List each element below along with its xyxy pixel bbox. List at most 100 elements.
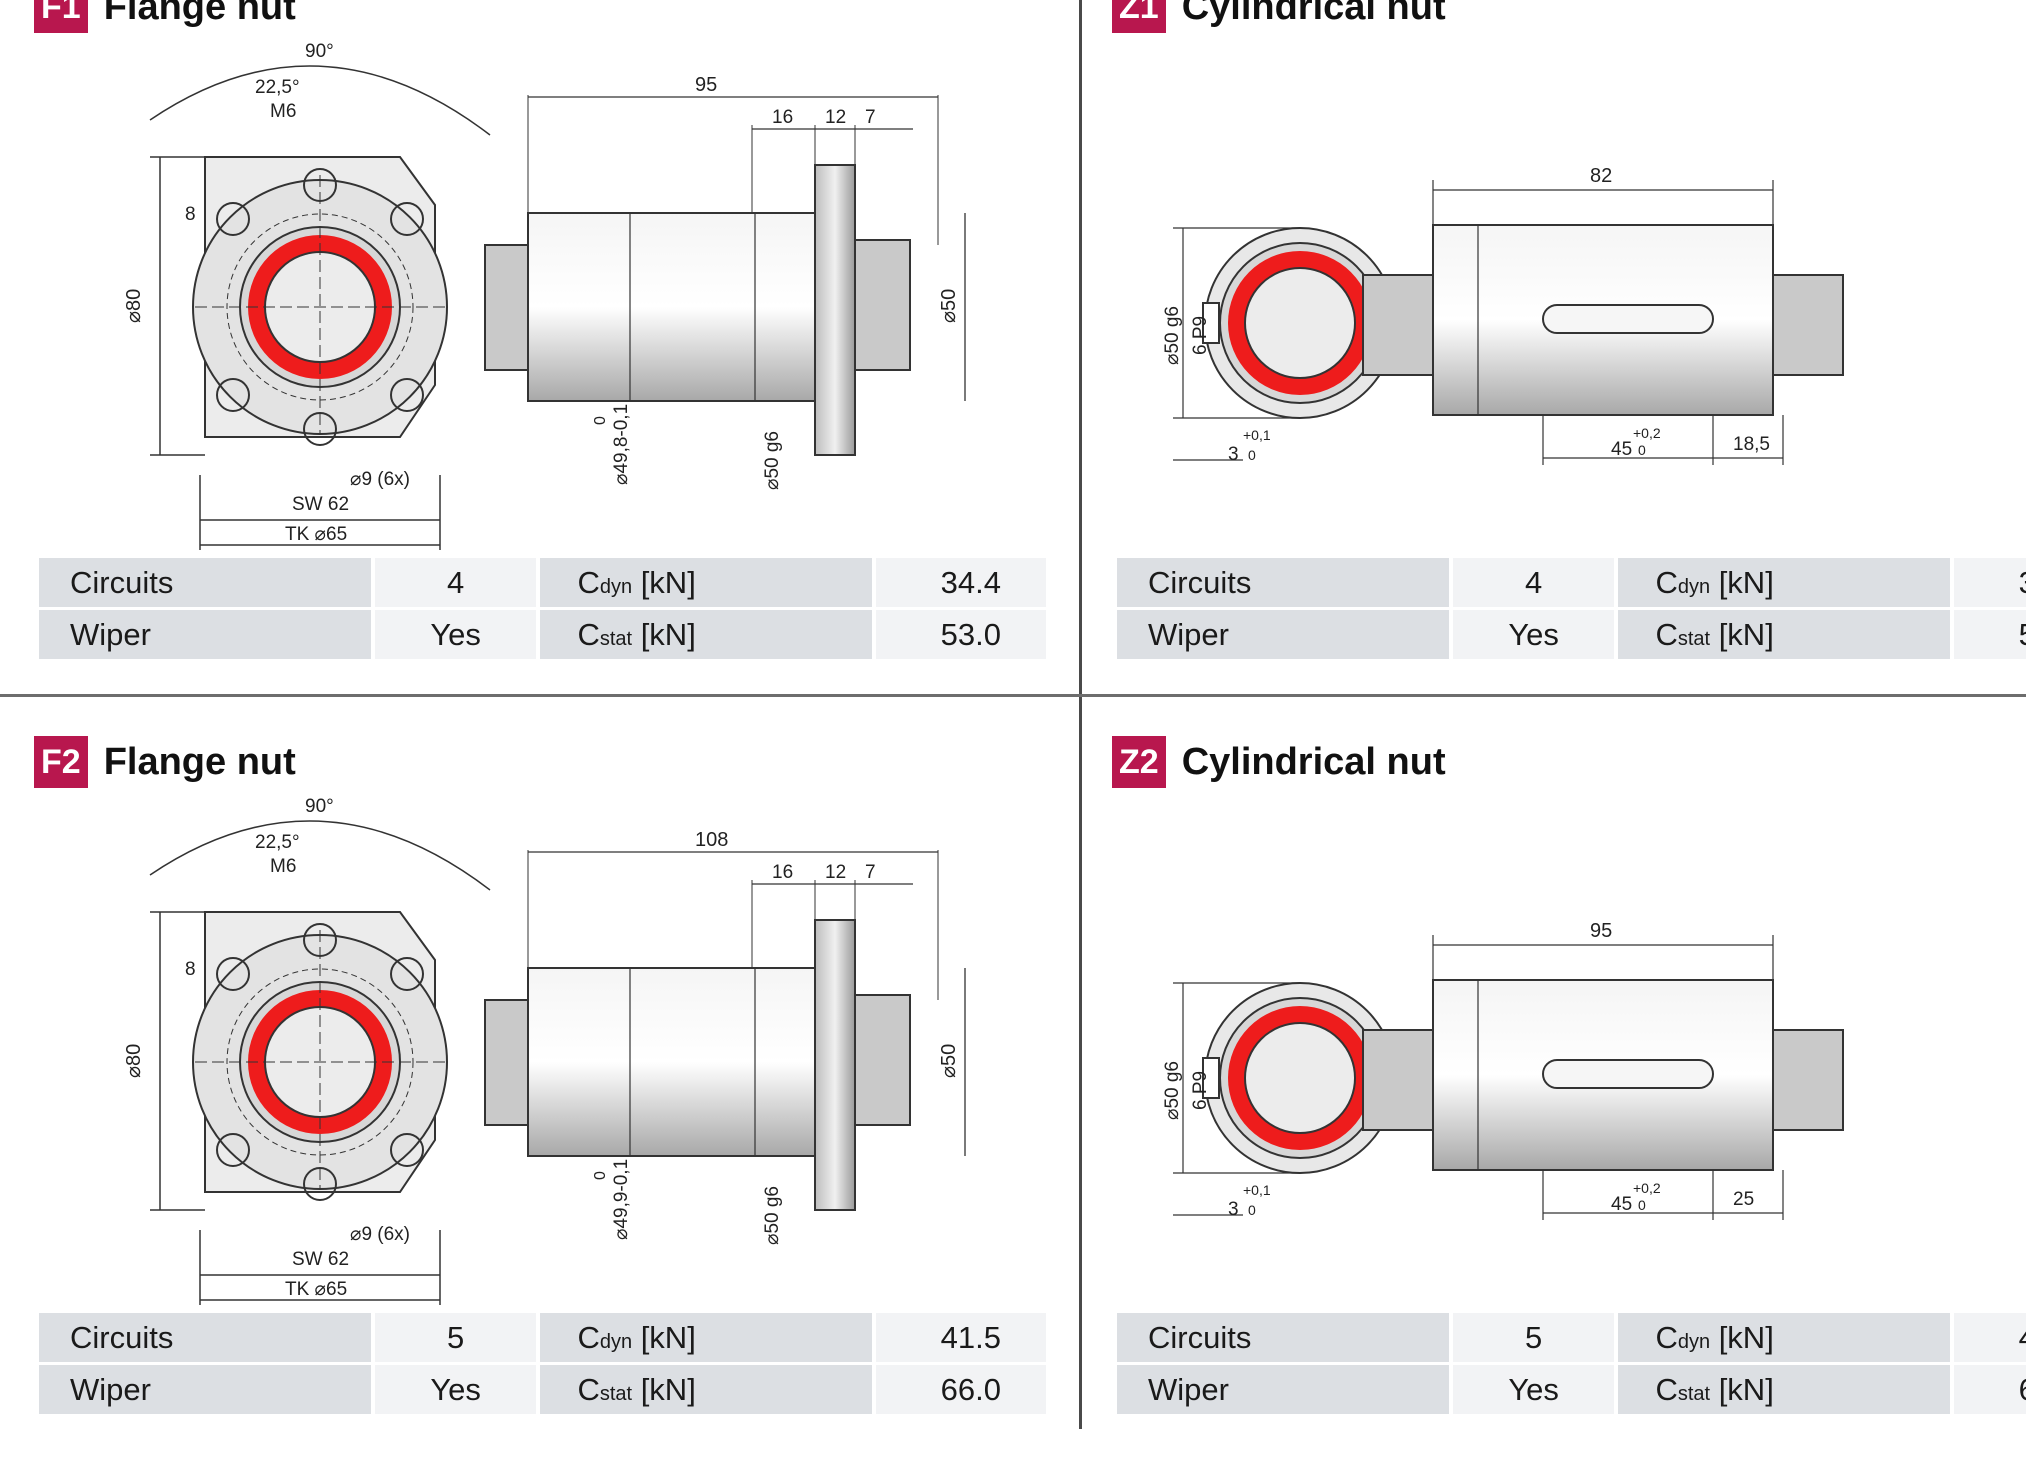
dimension-half-angle: 22,5° bbox=[255, 77, 300, 98]
cdyn-label: Cdyn [kN] bbox=[540, 1313, 873, 1362]
front-view bbox=[1173, 227, 1396, 461]
dimension-length: 95 bbox=[695, 74, 717, 96]
flange-nut-drawing: 90° 22,5° M6 8 ⌀80 ⌀9 (6x) SW 62 TK ⌀65 … bbox=[123, 41, 966, 550]
code-badge: Z1 bbox=[1112, 0, 1166, 33]
cdyn-label: Cdyn [kN] bbox=[1618, 1313, 1951, 1362]
dimension-g6: ⌀50 g6 bbox=[762, 431, 783, 490]
dimension-d12: 12 bbox=[825, 107, 846, 128]
dimension-g6: ⌀50 g6 bbox=[1162, 1061, 1183, 1120]
code-badge: F2 bbox=[34, 736, 88, 788]
dimension-end: 18,5 bbox=[1733, 434, 1770, 455]
dimension-bore: ⌀80 bbox=[123, 1044, 145, 1078]
wiper-label: Wiper bbox=[39, 610, 371, 659]
cylindrical-nut-drawing: ⌀50 g6 6 P9 3 +0,1 0 95 45 +0,2 0 25 bbox=[1162, 920, 1844, 1220]
dimension-end: 25 bbox=[1733, 1189, 1754, 1210]
cstat-value: 53.0 bbox=[876, 610, 1046, 659]
wiper-value: Yes bbox=[1452, 610, 1615, 659]
dimension-tol: ⌀49,9-0,1 bbox=[611, 1159, 632, 1240]
dimension-angle: 90° bbox=[305, 796, 334, 817]
side-view bbox=[1362, 935, 1844, 1220]
side-view bbox=[1362, 180, 1844, 465]
wiper-label: Wiper bbox=[1117, 1365, 1449, 1414]
dimension-d7: 7 bbox=[865, 107, 876, 128]
cdyn-label: Cdyn [kN] bbox=[1618, 558, 1951, 607]
dimension-d50: ⌀50 bbox=[938, 1044, 960, 1078]
dimension-tol-lo: 0 bbox=[1248, 447, 1256, 463]
dimension-slot: 45 bbox=[1611, 1194, 1632, 1215]
dimension-slot-up: +0,2 bbox=[1633, 1180, 1661, 1196]
circuits-value: 4 bbox=[1452, 558, 1615, 607]
dimension-d7: 7 bbox=[865, 862, 876, 883]
dimension-g6: ⌀50 g6 bbox=[1162, 306, 1183, 365]
dimension-thread: M6 bbox=[270, 856, 296, 877]
dimension-slot-up: +0,2 bbox=[1633, 425, 1661, 441]
dimension-tol0: 0 bbox=[592, 416, 609, 425]
dimension-g6: ⌀50 g6 bbox=[762, 1186, 783, 1245]
dimension-length: 95 bbox=[1590, 920, 1612, 942]
cdyn-value: 41.5 bbox=[1954, 1313, 2026, 1362]
wiper-value: Yes bbox=[374, 610, 537, 659]
circuits-label: Circuits bbox=[39, 558, 371, 607]
cstat-label: Cstat [kN] bbox=[540, 610, 873, 659]
cstat-value: 53.0 bbox=[1954, 610, 2026, 659]
dimension-holes: ⌀9 (6x) bbox=[350, 1224, 410, 1245]
dimension-d12: 12 bbox=[825, 862, 846, 883]
dimension-length: 108 bbox=[695, 829, 728, 851]
dimension-eight: 8 bbox=[185, 959, 196, 980]
code-badge: Z2 bbox=[1112, 736, 1166, 788]
wiper-value: Yes bbox=[1452, 1365, 1615, 1414]
circuits-label: Circuits bbox=[1117, 558, 1449, 607]
dimension-three: 3 bbox=[1228, 444, 1239, 465]
dimension-tk: TK ⌀65 bbox=[285, 1279, 347, 1300]
wiper-value: Yes bbox=[374, 1365, 537, 1414]
flange-nut-drawing: 90° 22,5° M6 8 ⌀80 ⌀9 (6x) SW 62 TK ⌀65 … bbox=[123, 796, 966, 1305]
dimension-slot-lo: 0 bbox=[1638, 1197, 1646, 1213]
circuits-value: 5 bbox=[1452, 1313, 1615, 1362]
dimension-tol-up: +0,1 bbox=[1243, 427, 1271, 443]
dimension-slot-lo: 0 bbox=[1638, 442, 1646, 458]
dimension-p9: 6 P9 bbox=[1190, 1071, 1211, 1110]
dimension-d50: ⌀50 bbox=[938, 289, 960, 323]
dimension-eight: 8 bbox=[185, 204, 196, 225]
panel-title: Z2 Cylindrical nut bbox=[1112, 736, 1446, 788]
cstat-value: 66.0 bbox=[876, 1365, 1046, 1414]
side-view bbox=[484, 850, 966, 1211]
cstat-label: Cstat [kN] bbox=[1618, 1365, 1951, 1414]
dimension-three: 3 bbox=[1228, 1199, 1239, 1220]
vertical-divider bbox=[1079, 0, 1082, 1429]
dimension-thread: M6 bbox=[270, 101, 296, 122]
circuits-value: 5 bbox=[374, 1313, 537, 1362]
dimension-tol0: 0 bbox=[592, 1171, 609, 1180]
dimension-holes: ⌀9 (6x) bbox=[350, 469, 410, 490]
panel-heading: Cylindrical nut bbox=[1181, 740, 1446, 783]
side-view bbox=[484, 95, 966, 456]
code-badge: F1 bbox=[34, 0, 88, 33]
dimension-half-angle: 22,5° bbox=[255, 832, 300, 853]
cylindrical-nut-drawing: ⌀50 g6 6 P9 3 +0,1 0 82 45 +0,2 0 18,5 bbox=[1162, 165, 1844, 465]
dimension-sw: SW 62 bbox=[292, 494, 349, 515]
wiper-label: Wiper bbox=[39, 1365, 371, 1414]
cstat-value: 66.0 bbox=[1954, 1365, 2026, 1414]
cstat-label: Cstat [kN] bbox=[1618, 610, 1951, 659]
dimension-bore: ⌀80 bbox=[123, 289, 145, 323]
dimension-d16: 16 bbox=[772, 862, 793, 883]
dimension-tol: ⌀49,8-0,1 bbox=[611, 404, 632, 485]
dimension-p9: 6 P9 bbox=[1190, 316, 1211, 355]
cdyn-value: 34.4 bbox=[876, 558, 1046, 607]
horizontal-divider bbox=[0, 694, 2026, 697]
